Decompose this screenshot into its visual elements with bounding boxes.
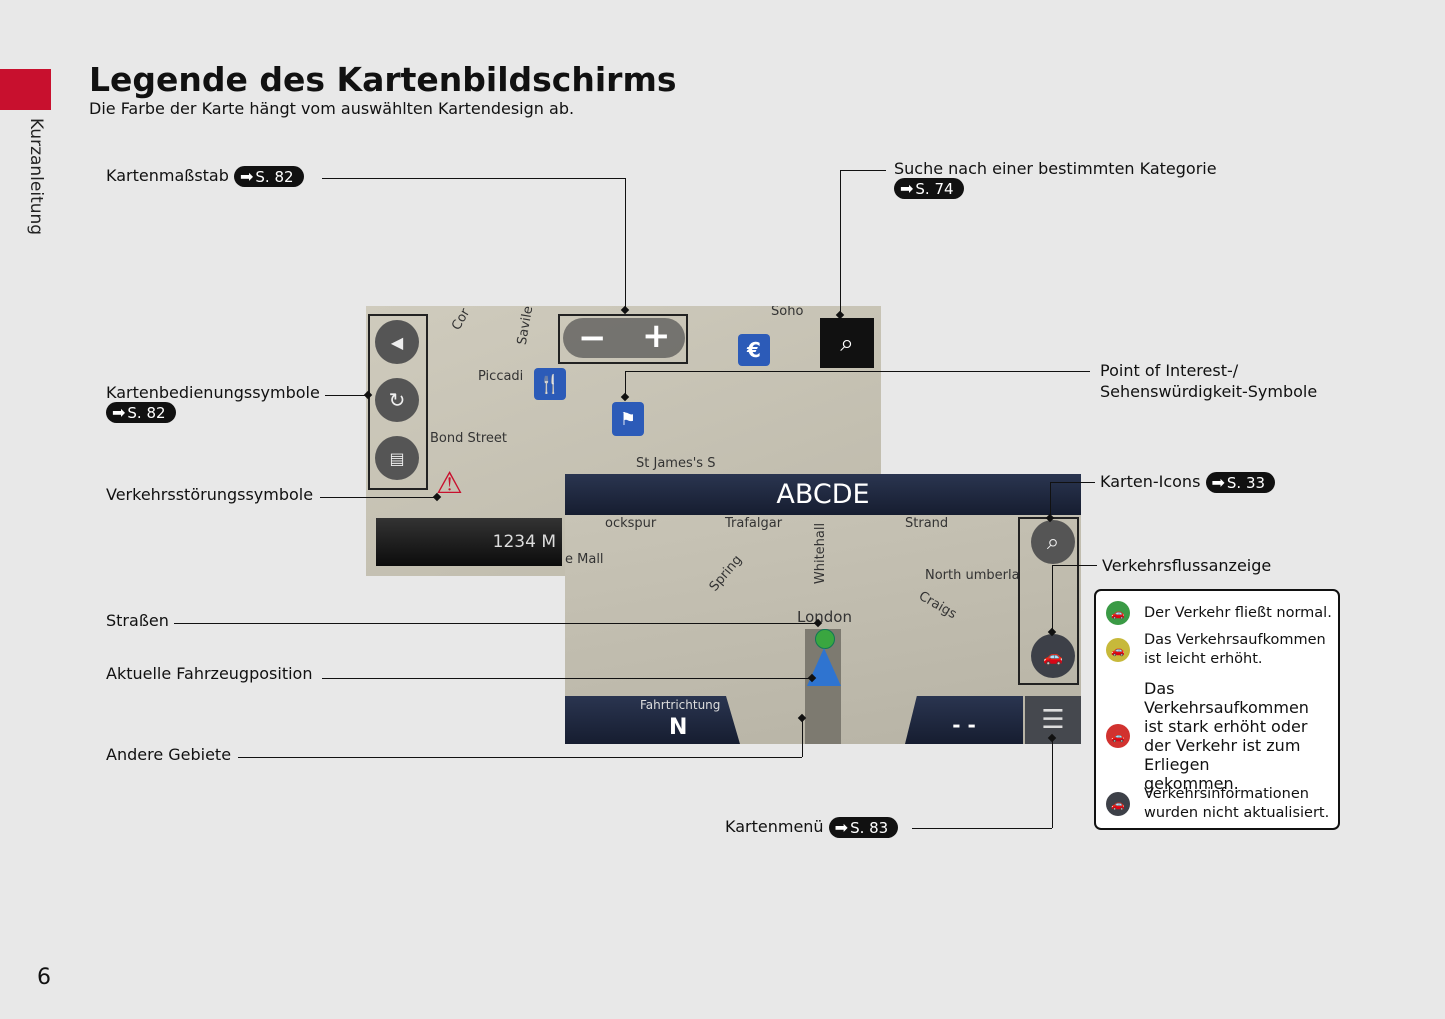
navigation-arrow-icon[interactable]: ◀ [375, 320, 419, 364]
leader-line [625, 371, 1090, 372]
street-label: Spring [706, 552, 746, 595]
callout-incidents: Verkehrsstörungssymbole [106, 485, 314, 504]
street-label: London [797, 608, 852, 626]
traffic-flow-icon[interactable]: 🚗 [1031, 634, 1075, 678]
street-label: Bond Street [430, 431, 507, 446]
traffic-normal-icon: 🚗 [1106, 601, 1130, 625]
leader-line [325, 395, 368, 396]
street-label: North umberla [925, 568, 1020, 583]
traffic-incident-icon[interactable]: ⚠ [436, 466, 463, 501]
leader-line [174, 623, 818, 624]
leader-line [802, 718, 803, 757]
leader-line [912, 828, 1052, 829]
leader-line [1052, 738, 1053, 828]
bank-poi-icon[interactable]: € [738, 334, 770, 366]
page-title: Legende des Kartenbildschirms [89, 60, 677, 99]
heading-label: Fahrtrichtung [640, 698, 721, 712]
legend-text: Der Verkehr fließt normal. [1144, 604, 1332, 621]
page-ref-link[interactable]: ➡S. 82 [233, 166, 304, 187]
zoom-in-button[interactable]: + [642, 316, 671, 356]
street-label: Cor [449, 306, 474, 333]
destination-bar: ABCDE [565, 474, 1081, 515]
legend-text: Das Verkehrsaufkommen ist leicht erhöht. [1144, 632, 1326, 667]
leader-line [1052, 565, 1053, 632]
leader-line [1050, 482, 1051, 518]
page-ref-link[interactable]: ➡S. 82 [106, 402, 176, 423]
callout-other-areas: Andere Gebiete [106, 745, 232, 764]
street-label: Piccadi [478, 369, 524, 384]
traffic-moderate-icon: 🚗 [1106, 638, 1130, 662]
heading-panel: Fahrtrichtung N [565, 696, 740, 744]
arrow-right-icon: ➡ [1211, 473, 1225, 492]
page-ref-link[interactable]: ➡S. 33 [1205, 472, 1276, 493]
street-label: Strand [905, 516, 949, 531]
street-label: Trafalgar [725, 516, 783, 531]
arrow-right-icon: ➡ [900, 179, 914, 198]
callout-roads: Straßen [106, 611, 169, 630]
callout-scale: Kartenmaßstab ➡S. 82 [106, 166, 304, 187]
legend-text: Das Verkehrsaufkommen ist stark erhöht o… [1144, 679, 1309, 793]
leader-line [322, 678, 812, 679]
page-number: 6 [37, 965, 51, 990]
street-label: ockspur [605, 516, 657, 531]
search-icon[interactable]: ⌕ [1031, 520, 1075, 564]
street-label: Soho [771, 306, 804, 319]
callout-map-icons: Karten-Icons ➡S. 33 [1100, 472, 1276, 493]
leader-line [1052, 565, 1097, 566]
heading-value: N [669, 715, 688, 740]
street-label: Craigs [915, 588, 960, 623]
street-label: St James's S [636, 456, 716, 471]
arrow-right-icon: ➡ [834, 818, 849, 837]
map-controls-group [368, 314, 428, 490]
callout-controls: Kartenbedienungssymbole➡S. 82 [106, 383, 320, 423]
leader-line [322, 178, 625, 179]
page-subtitle: Die Farbe der Karte hängt vom auswählten… [89, 99, 575, 118]
rotate-view-icon[interactable]: ↻ [375, 378, 419, 422]
legend-text: Verkehrsinformationen wurden nicht aktua… [1144, 786, 1330, 821]
chapter-tab [0, 69, 51, 110]
street-label: Savile [514, 306, 537, 347]
page-ref-link[interactable]: ➡S. 74 [894, 178, 964, 199]
leader-line [840, 170, 886, 171]
arrow-right-icon: ➡ [239, 167, 254, 186]
callout-vehicle: Aktuelle Fahrzeugposition [106, 664, 313, 683]
distance-bar: 1234 M [376, 518, 562, 566]
leader-line [1050, 482, 1095, 483]
leader-line [320, 497, 437, 498]
zoom-group [558, 314, 688, 364]
callout-traffic-flow: Verkehrsflussanzeige [1102, 556, 1272, 575]
traffic-heavy-icon: 🚗 [1106, 724, 1130, 748]
eta-panel: - - [905, 696, 1023, 744]
chapter-label: Kurzanleitung [26, 118, 46, 236]
road-marker-icon [815, 629, 835, 649]
callout-map-menu: Kartenmenü ➡S. 83 [725, 817, 899, 838]
leader-line [238, 757, 802, 758]
restaurant-poi-icon[interactable]: 🍴 [534, 368, 566, 400]
traffic-legend: 🚗 Der Verkehr fließt normal. 🚗 Das Verkehr… [1094, 589, 1340, 830]
leader-line [625, 371, 626, 397]
street-label: Whitehall [813, 522, 829, 585]
page-ref-link[interactable]: ➡S. 83 [828, 817, 899, 838]
zoom-out-button[interactable]: − [578, 318, 607, 358]
map-view-icon[interactable]: ▤ [375, 436, 419, 480]
search-category-button[interactable]: ⌕ [820, 318, 874, 368]
landmark-poi-icon[interactable]: ⚑ [612, 402, 644, 436]
leader-line [625, 178, 626, 310]
street-label: e Mall [565, 552, 604, 567]
callout-poi: Point of Interest-/Sehenswürdigkeit-Symb… [1100, 361, 1318, 401]
traffic-no-data-icon: 🚗 [1106, 792, 1130, 816]
leader-line [840, 170, 841, 315]
map-screen-detail: ABCDE ockspur Trafalgar Whitehall Strand… [565, 474, 1081, 744]
callout-search: Suche nach einer bestimmten Kategorie➡S.… [894, 159, 1217, 199]
arrow-right-icon: ➡ [112, 403, 126, 422]
